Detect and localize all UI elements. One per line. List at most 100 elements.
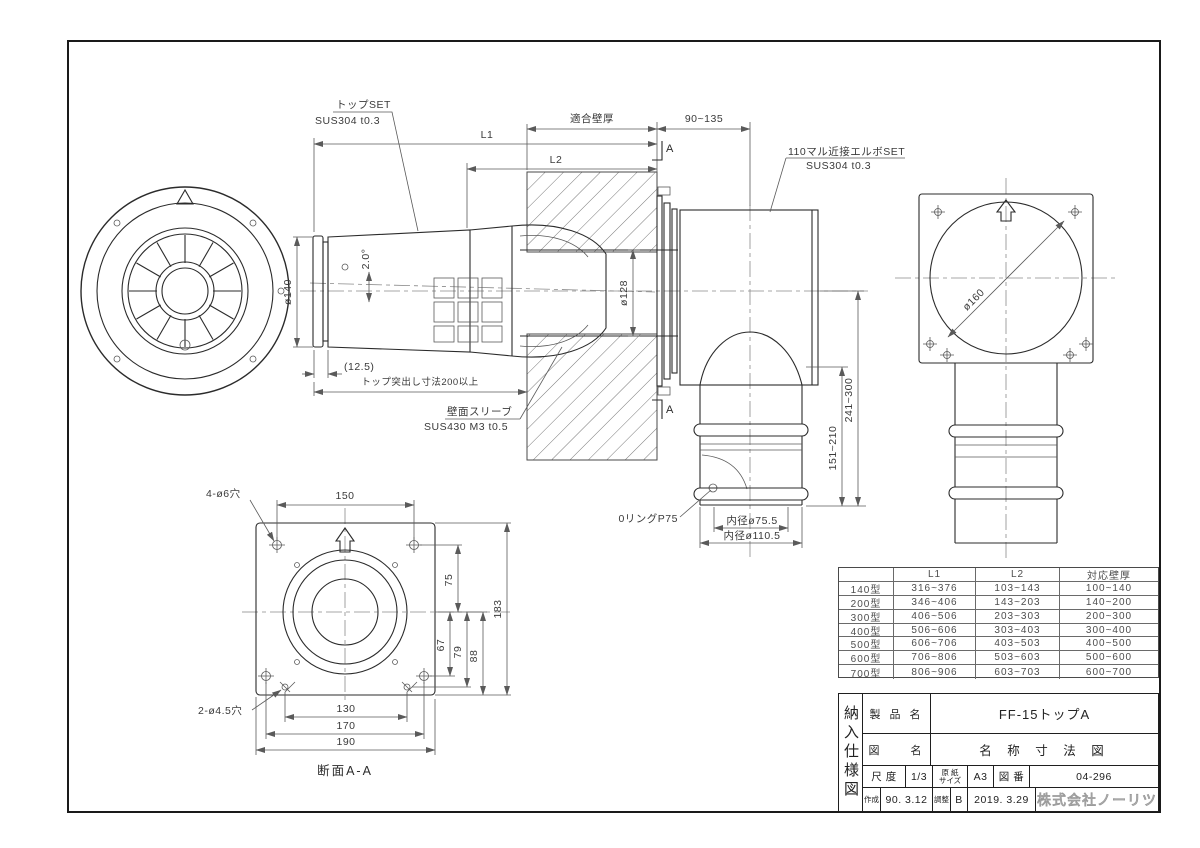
dim-190: 190 <box>336 736 355 748</box>
spec-cell-l1: 606~706 <box>894 637 976 652</box>
spec-cell-l2: 603~703 <box>976 665 1060 680</box>
dim-12-5: (12.5) <box>344 361 374 373</box>
spec-cell-l1: 406~506 <box>894 609 976 624</box>
created-date: 90. 3.12 <box>881 788 933 811</box>
spec-cell-model: 400型 <box>839 623 894 638</box>
dim-241-300: 241~300 <box>843 378 855 423</box>
drawing-no-label: 図 番 <box>994 766 1030 787</box>
label-sleeve-2: SUS430 M3 t0.5 <box>424 421 508 433</box>
paper-size-label-line1: 原 紙 <box>941 767 959 777</box>
spec-cell-l2: 203~303 <box>976 609 1060 624</box>
spec-cell-l2: 143~203 <box>976 595 1060 610</box>
section-marker-bottom: A <box>666 404 674 416</box>
spec-cell-model: 600型 <box>839 651 894 666</box>
section-view-dimensions: 150 75 67 79 88 183 130 1 <box>198 487 511 778</box>
section-view: 150 75 67 79 88 183 130 1 <box>198 487 512 778</box>
dim-183: 183 <box>492 599 504 618</box>
spec-cell-l1: 346~406 <box>894 595 976 610</box>
spec-cell-wall: 600~700 <box>1085 666 1133 678</box>
section-marker-top: A <box>666 143 674 155</box>
spec-cell-wall: 200~300 <box>1060 610 1158 624</box>
spec-cell-model: 700型 <box>839 665 894 680</box>
side-view-dimensions: 適合壁厚 90~135 L1 L2 A A ø140 ø128 <box>282 99 905 548</box>
dim-151-210: 151~210 <box>827 426 839 471</box>
created-label: 作成 <box>863 788 881 811</box>
dim-75: 75 <box>443 574 455 587</box>
spec-cell-l2: 503~603 <box>976 651 1060 666</box>
spec-cell-wall: 400~500 <box>1060 637 1158 652</box>
spec-cell-model: 500型 <box>839 637 894 652</box>
label-holes-d45: 2-ø4.5穴 <box>198 704 242 717</box>
plate-holes <box>258 537 432 693</box>
section-caption: 断面A-A <box>317 763 373 778</box>
grille-spokes <box>129 235 241 347</box>
spec-header-l1: L1 <box>894 568 976 582</box>
scale-value: 1/3 <box>906 766 933 787</box>
dim-l2: L2 <box>550 154 563 166</box>
dim-dia128: ø128 <box>618 280 630 306</box>
elbow-body <box>679 209 819 506</box>
dim-88: 88 <box>468 650 480 663</box>
label-sleeve-1: 壁面スリーブ <box>447 405 512 418</box>
spec-table: L1 L2 対応壁厚 140型 316~376 103~143 100~140 … <box>838 567 1159 680</box>
dim-fit-wall: 適合壁厚 <box>570 112 614 125</box>
rear-view: ø160 <box>895 178 1115 558</box>
paper-size-label: 原 紙 サイズ <box>933 766 968 787</box>
spec-header-blank <box>839 568 894 582</box>
spec-cell-model: 140型 <box>839 581 894 596</box>
adjusted-label: 調整 <box>933 788 951 811</box>
top-set-body <box>312 224 678 358</box>
spec-header-wall: 対応壁厚 <box>1060 568 1158 582</box>
label-o-ring: 0リングP75 <box>618 512 678 525</box>
dim-67: 67 <box>435 639 447 652</box>
orientation-arrow-icon <box>334 527 356 553</box>
adjusted-date: 2019. 3.29 <box>968 788 1036 811</box>
revision-value: B <box>951 788 968 811</box>
dim-150: 150 <box>335 490 354 502</box>
spec-cell-wall: 140~200 <box>1060 596 1158 610</box>
dim-170: 170 <box>336 720 355 732</box>
front-view <box>80 186 290 396</box>
doc-type-vertical-label: 納入仕様図 <box>839 694 863 811</box>
dim-130: 130 <box>336 703 355 715</box>
spec-cell-model: 300型 <box>839 609 894 624</box>
company-logo-text: 株式会社ノーリツ <box>1037 791 1157 808</box>
label-elbow-set-1: 110マル近接エルボSET <box>788 145 905 158</box>
spec-cell-wall: 300~400 <box>1060 624 1158 638</box>
spec-cell-l2: 403~503 <box>976 637 1060 652</box>
label-elbow-set-2: SUS304 t0.3 <box>806 160 871 172</box>
drawing-no-value: 04-296 <box>1076 770 1112 783</box>
drawing-name-value: 名 称 寸 法 図 <box>979 744 1110 758</box>
spec-cell-l1: 316~376 <box>894 581 976 596</box>
dim-dia160: ø160 <box>960 286 987 313</box>
flange-hole-markers <box>923 205 1093 362</box>
orientation-arrow-icon <box>176 188 194 205</box>
scale-label: 尺 度 <box>863 766 906 787</box>
dim-id75: 内径ø75.5 <box>726 514 777 527</box>
label-protrusion: トップ突出し寸法200以上 <box>361 376 478 388</box>
rear-pipe <box>948 363 1064 544</box>
spec-cell-wall: 100~140 <box>1060 582 1158 596</box>
label-holes-d6: 4-ø6穴 <box>206 487 241 500</box>
wall-flange <box>656 186 678 396</box>
spec-cell-l1: 506~606 <box>894 623 976 638</box>
wall-section <box>526 171 658 461</box>
paper-size-value: A3 <box>968 766 994 787</box>
dim-dia140: ø140 <box>282 279 294 305</box>
spec-cell-l1: 706~806 <box>894 651 976 666</box>
spec-cell-l2: 303~403 <box>976 623 1060 638</box>
label-top-set-1: トップSET <box>336 99 391 111</box>
spec-cell-model: 200型 <box>839 595 894 610</box>
dim-id110: 内径ø110.5 <box>724 529 781 542</box>
product-name-value: FF-15トップA <box>998 707 1091 722</box>
dim-90-135: 90~135 <box>685 113 723 125</box>
spec-cell-wall: 500~600 <box>1060 651 1158 666</box>
rim-holes <box>113 219 285 363</box>
side-view: 適合壁厚 90~135 L1 L2 A A ø140 ø128 <box>282 99 905 558</box>
spec-header-l2: L2 <box>976 568 1060 582</box>
paper-size-label-line2: サイズ <box>938 775 962 785</box>
spec-cell-l2: 103~143 <box>976 581 1060 596</box>
dim-l1: L1 <box>481 129 494 141</box>
